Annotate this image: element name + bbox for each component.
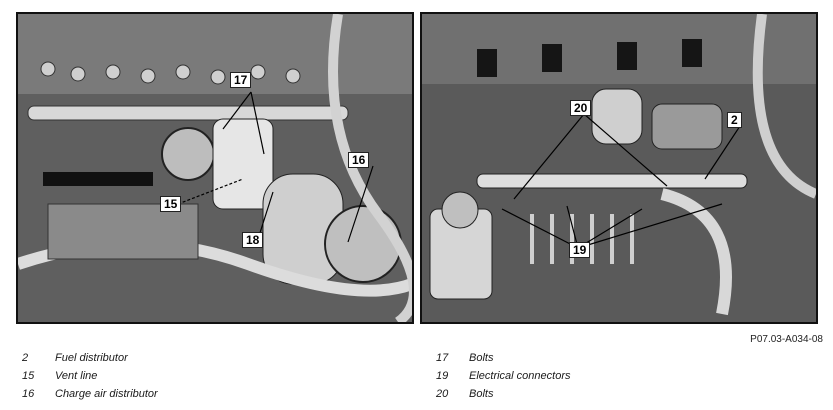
legend-item: 16 Charge air distributor xyxy=(22,385,158,403)
legend-number: 15 xyxy=(22,370,35,382)
legend-label: Bolts xyxy=(469,352,494,364)
engine-photo-right-image xyxy=(422,14,816,322)
legend-number: 2 xyxy=(22,352,29,364)
legend-label: Electrical connectors xyxy=(469,370,571,382)
legend-label: Fuel distributor xyxy=(55,352,128,364)
legend-number: 20 xyxy=(436,388,449,400)
engine-photo-left-image xyxy=(18,14,412,322)
legend-number: 16 xyxy=(22,388,35,400)
engine-photo-left: 17 16 15 18 xyxy=(16,12,414,324)
callout-2: 2 xyxy=(727,112,742,128)
callout-17: 17 xyxy=(230,72,252,88)
legend-number: 19 xyxy=(436,370,449,382)
legend-label: Vent line xyxy=(55,370,98,382)
callout-16: 16 xyxy=(348,152,370,168)
legend-item: 2 Fuel distributor xyxy=(22,349,158,367)
callout-18: 18 xyxy=(242,232,264,248)
legend-label: Charge air distributor xyxy=(55,388,158,400)
figure-reference: P07.03-A034-08 xyxy=(750,334,823,345)
legend-item: 19 Electrical connectors xyxy=(436,367,571,385)
legend-item: 15 Vent line xyxy=(22,367,158,385)
legend-item: 17 Bolts xyxy=(436,349,571,367)
legend-item: 20 Bolts xyxy=(436,385,571,403)
legend-left: 2 Fuel distributor 15 Vent line 16 Charg… xyxy=(22,349,158,403)
legend-right: 17 Bolts 19 Electrical connectors 20 Bol… xyxy=(436,349,571,403)
engine-photo-right: 20 2 19 xyxy=(420,12,818,324)
callout-15: 15 xyxy=(160,196,182,212)
callout-20: 20 xyxy=(570,100,592,116)
legend-label: Bolts xyxy=(469,388,494,400)
callout-19: 19 xyxy=(569,242,591,258)
legend-number: 17 xyxy=(436,352,449,364)
